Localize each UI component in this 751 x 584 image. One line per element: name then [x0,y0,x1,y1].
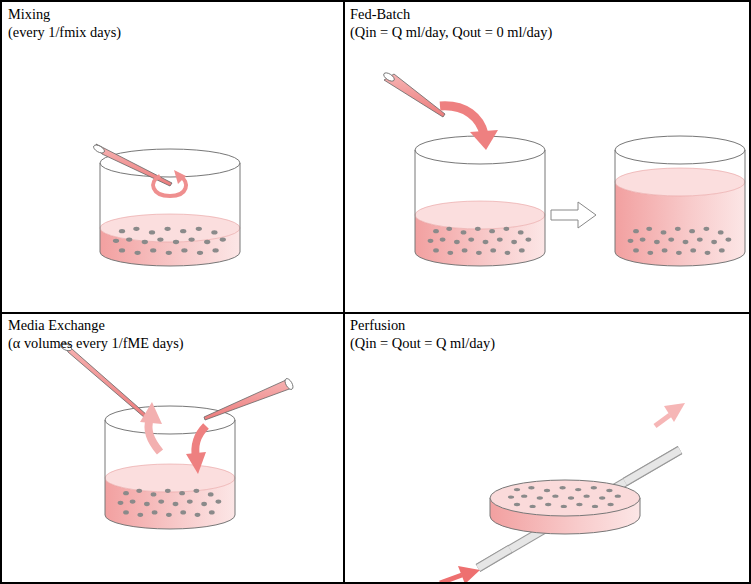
pipette [92,143,172,186]
perfusion-tube [478,450,680,568]
dish [490,480,640,534]
panel: Perfusion(Qin = Qout = Q ml/day) [343,312,751,584]
beaker [415,136,545,266]
pipette [382,71,445,117]
panel: Fed-Batch(Qin = Q ml/day, Qout = 0 ml/da… [343,0,751,314]
panel-title: Fed-Batch [344,2,749,23]
panel-parameters: (α volumes every 1/fME days) [2,334,344,352]
mixing-swirl [153,170,186,196]
panel: Mixing(every 1/fmix days) [0,0,345,314]
perfusion-tube [478,450,680,568]
panel-parameters: (Qin = Qout = Q ml/day) [344,334,749,352]
beaker [105,406,235,529]
panel-title: Mixing [2,2,344,23]
exchange-arrows [140,402,206,474]
beaker [615,136,745,266]
hollow-arrow [551,202,596,228]
flow-arrows [440,403,685,584]
feed-arrow [440,106,498,150]
panel-title: Perfusion [344,313,749,334]
pipette [59,342,294,420]
panel-parameters: (Qin = Q ml/day, Qout = 0 ml/day) [344,23,749,41]
panel: Media Exchange(α volumes every 1/fME day… [0,312,345,584]
panel-title: Media Exchange [2,313,344,334]
panel-parameters: (every 1/fmix days) [2,23,344,41]
beaker [100,149,240,266]
